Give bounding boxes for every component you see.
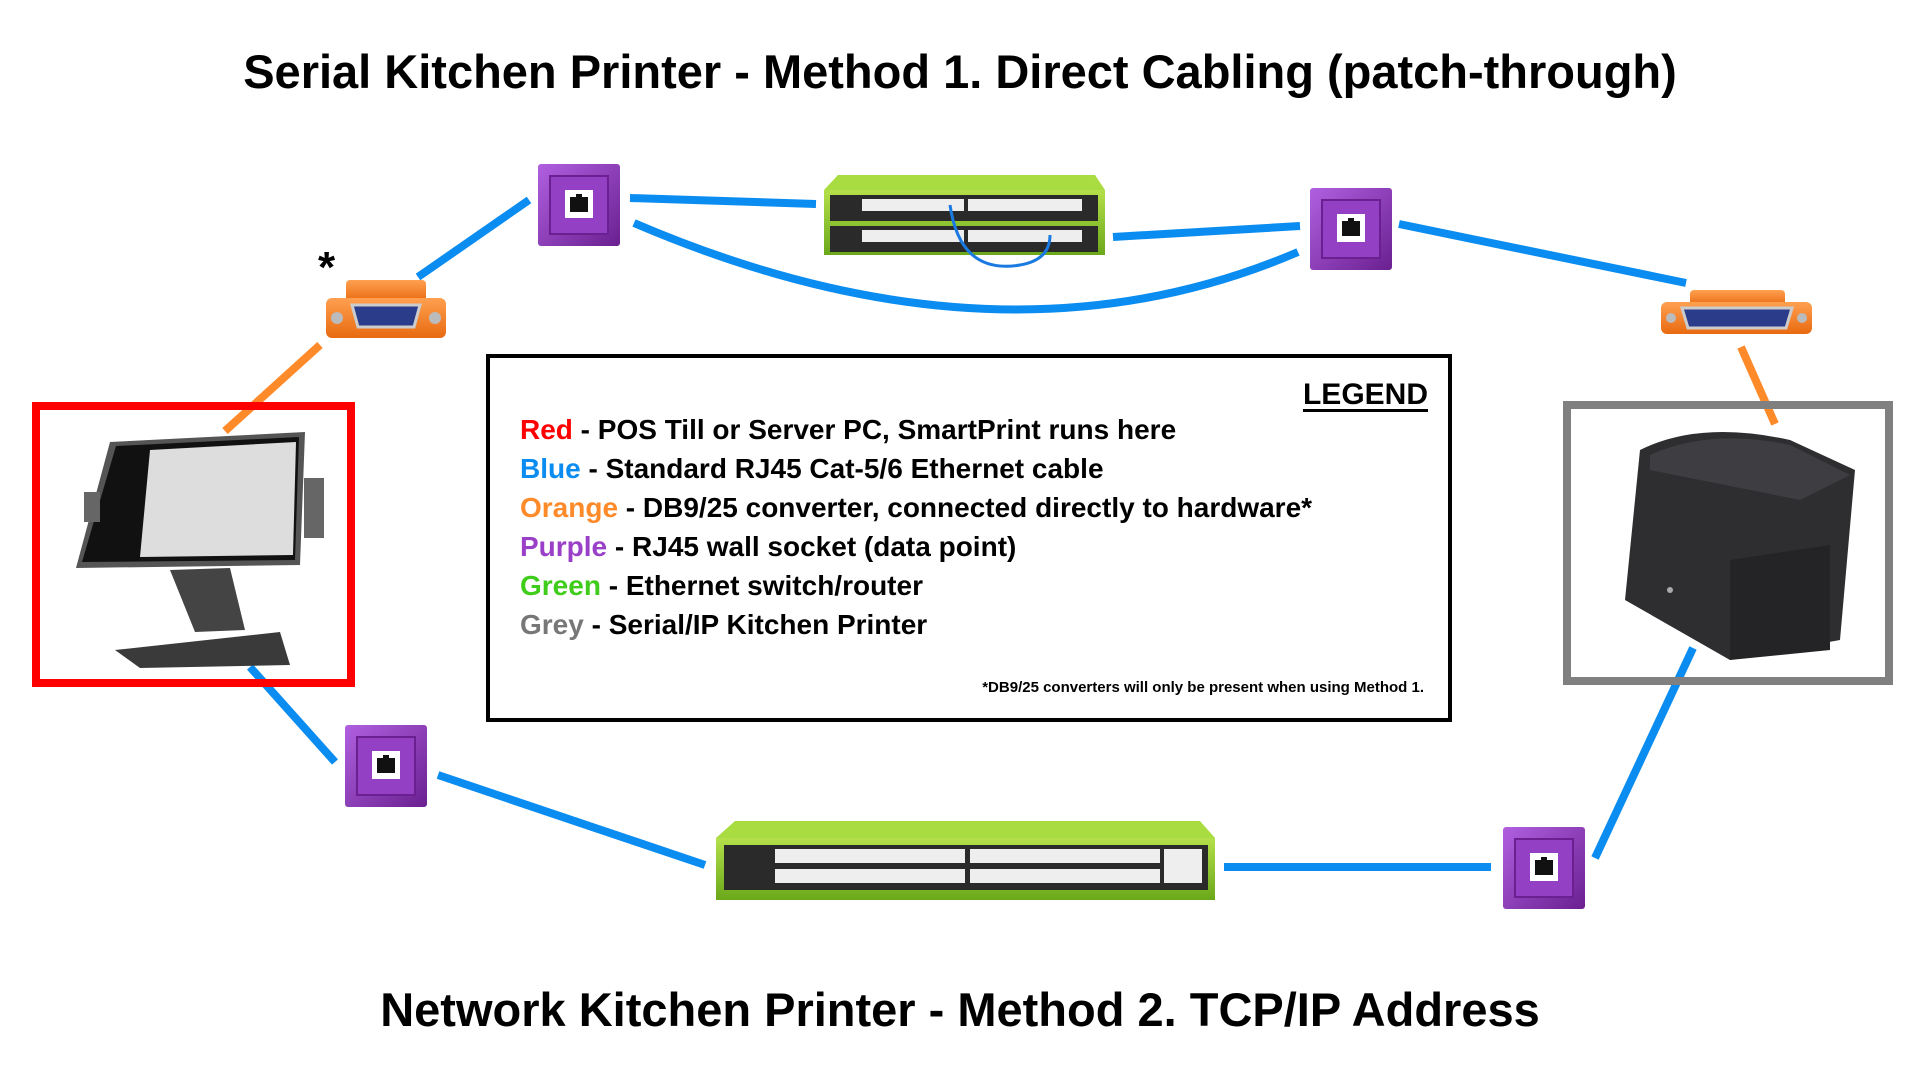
pos-terminal-icon <box>76 432 324 668</box>
legend-color-name: Blue <box>520 453 581 484</box>
db9-converter-icon <box>326 280 446 338</box>
legend-description: - DB9/25 converter, connected directly t… <box>618 492 1313 523</box>
method-2-title: Network Kitchen Printer - Method 2. TCP/… <box>380 983 1540 1036</box>
method-1-title: Serial Kitchen Printer - Method 1. Direc… <box>243 45 1677 98</box>
legend-item-purple: Purple - RJ45 wall socket (data point) <box>520 531 1016 563</box>
legend-description: - Ethernet switch/router <box>600 570 923 601</box>
rj45-socket-icon <box>344 724 428 808</box>
legend-color-name: Red <box>520 414 573 445</box>
orange-cable-pos <box>222 342 323 434</box>
cable-socket-switch-bottom <box>436 771 707 869</box>
pos-till-frame <box>32 402 355 687</box>
legend-item-grey: Grey - Serial/IP Kitchen Printer <box>520 609 927 641</box>
cable-patch-through <box>632 219 1300 314</box>
cable-socket-db25 <box>1398 220 1687 287</box>
cable-pos-db9-socket <box>415 196 532 281</box>
ethernet-switch-bottom-icon <box>716 821 1215 900</box>
legend-title: LEGEND <box>1302 378 1428 411</box>
ethernet-switch-top-icon <box>824 175 1105 268</box>
cable-socket-switch-top <box>629 194 817 208</box>
rj45-socket-icon <box>1309 187 1393 271</box>
legend-box: LEGEND Red - POS Till or Server PC, Smar… <box>486 354 1452 722</box>
legend-footnote: *DB9/25 converters will only be present … <box>982 679 1424 696</box>
kitchen-printer-frame <box>1563 401 1893 685</box>
legend-item-green: Green - Ethernet switch/router <box>520 570 923 602</box>
legend-description: - POS Till or Server PC, SmartPrint runs… <box>572 414 1177 445</box>
cable-switch-socket-top <box>1112 222 1301 241</box>
legend-color-name: Purple <box>520 531 608 562</box>
legend-description: - RJ45 wall socket (data point) <box>607 531 1017 562</box>
asterisk-marker: * <box>318 243 336 292</box>
rj45-socket-icon <box>537 163 621 247</box>
legend-color-name: Green <box>520 570 601 601</box>
kitchen-printer-icon <box>1625 432 1855 660</box>
legend-color-name: Orange <box>520 492 619 523</box>
legend-description: - Serial/IP Kitchen Printer <box>583 609 928 640</box>
rj45-socket-icon <box>1502 826 1586 910</box>
orange-cable-printer <box>1737 345 1779 426</box>
db25-converter-icon <box>1661 290 1812 334</box>
legend-color-name: Grey <box>520 609 584 640</box>
legend-item-orange: Orange - DB9/25 converter, connected dir… <box>520 492 1312 524</box>
legend-item-red: Red - POS Till or Server PC, SmartPrint … <box>520 414 1176 446</box>
legend-item-blue: Blue - Standard RJ45 Cat-5/6 Ethernet ca… <box>520 453 1104 485</box>
legend-description: - Standard RJ45 Cat-5/6 Ethernet cable <box>580 453 1104 484</box>
